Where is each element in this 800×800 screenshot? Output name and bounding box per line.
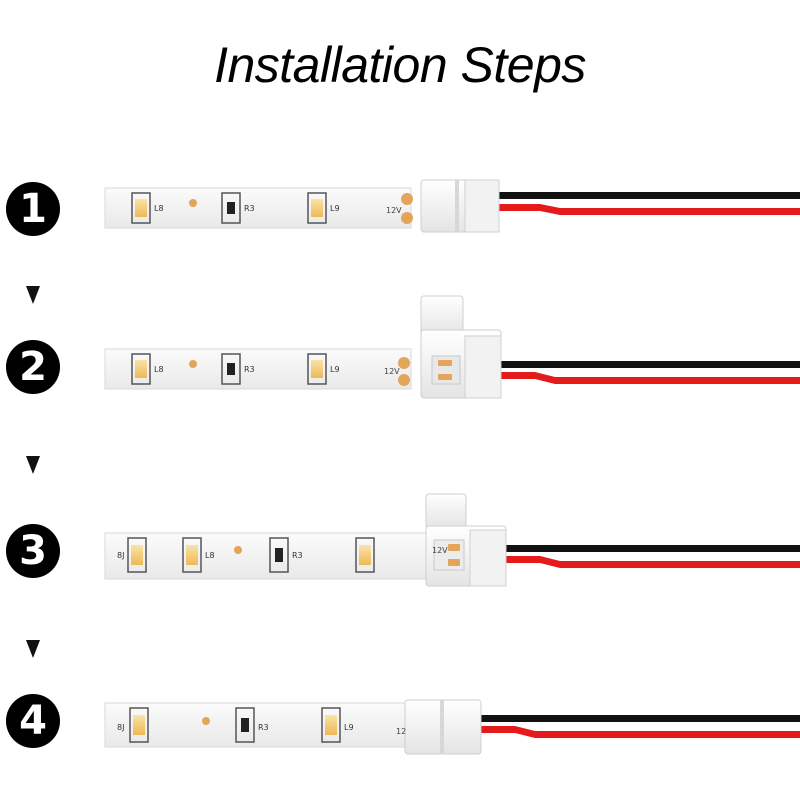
down-arrow-icon [26,456,40,474]
svg-text:R3: R3 [244,204,255,213]
svg-text:L9: L9 [344,723,354,732]
red-wire [478,726,800,738]
black-wire [478,715,800,722]
svg-text:8J: 8J [117,551,124,560]
step-4-badge: 4 [6,694,60,748]
svg-text:12: 12 [396,727,406,736]
svg-text:R3: R3 [292,551,303,560]
step-3-badge: 3 [6,524,60,578]
led-strip [104,187,412,229]
svg-text:L8: L8 [154,365,164,374]
step-3-illustration: 12V 8J L8 R3 [104,493,800,587]
step-2-illustration: L8 R3 L9 12V [104,295,800,399]
svg-text:L9: L9 [330,365,340,374]
red-wire [498,372,800,384]
down-arrow-icon [26,286,40,304]
black-wire [498,361,800,368]
down-arrow-icon [26,640,40,658]
step-1-badge: 1 [6,182,60,236]
led-strip [104,348,412,390]
step-4-illustration: 12 8J R3 L9 [104,699,800,755]
black-wire [498,192,800,199]
connector-flap [425,493,467,529]
svg-text:8J: 8J [117,723,124,732]
red-wire [505,556,800,568]
svg-text:L8: L8 [154,204,164,213]
svg-text:12V: 12V [432,546,448,555]
svg-text:12V: 12V [384,367,400,376]
page-title: Installation Steps [214,37,586,93]
red-wire [498,204,800,215]
step-2-badge: 2 [6,340,60,394]
svg-text:12V: 12V [386,206,402,215]
svg-text:L8: L8 [205,551,215,560]
svg-text:R3: R3 [258,723,269,732]
black-wire [505,545,800,552]
svg-text:L9: L9 [330,204,340,213]
led-strip [104,702,416,748]
step-1-illustration: L8 R3 L9 12V [104,179,800,233]
svg-text:R3: R3 [244,365,255,374]
